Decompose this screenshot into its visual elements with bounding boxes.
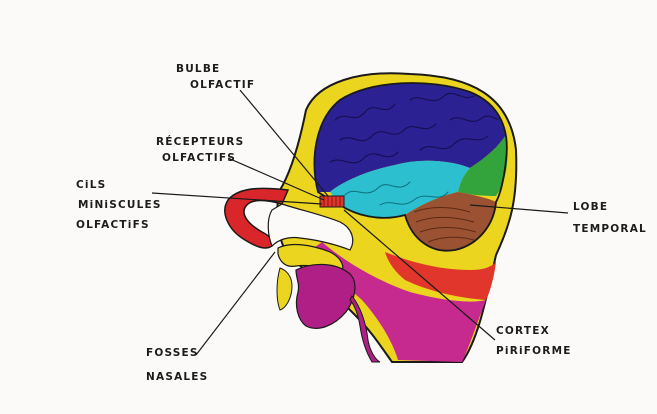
leader-fosses xyxy=(196,252,275,355)
label-recepteurs-line2: OLFACTIFS xyxy=(162,152,236,164)
label-fosses-nasales: FOSSES NASALES xyxy=(146,347,208,383)
label-lobe-line2: TEMPORAL xyxy=(573,223,647,235)
tongue xyxy=(296,264,355,328)
label-recepteurs-olfactifs: RÉCEPTEURS OLFACTIFS xyxy=(156,135,244,164)
mouth-yellow xyxy=(277,268,292,310)
label-recepteurs-line1: RÉCEPTEURS xyxy=(156,135,244,148)
label-bulbe-olfactif: BULBE OLFACTIF xyxy=(176,63,255,91)
label-cils-line1: CiLS xyxy=(76,179,106,191)
label-bulbe-line2: OLFACTIF xyxy=(190,79,255,91)
label-cils-miniscules-olfactifs: CiLS MiNiSCULES OLFACTiFS xyxy=(76,179,162,231)
label-cortex-piriforme: CORTEX PiRiFORME xyxy=(496,325,572,357)
label-lobe-line1: LOBE xyxy=(573,201,608,213)
label-cils-line3: OLFACTiFS xyxy=(76,219,150,231)
label-bulbe-line1: BULBE xyxy=(176,63,220,75)
label-cils-line2: MiNiSCULES xyxy=(78,199,162,211)
label-fosses-line1: FOSSES xyxy=(146,347,199,359)
label-fosses-line2: NASALES xyxy=(146,371,208,383)
label-lobe-temporal: LOBE TEMPORAL xyxy=(573,201,647,235)
label-cortex-line2: PiRiFORME xyxy=(496,345,572,357)
label-cortex-line1: CORTEX xyxy=(496,325,550,337)
